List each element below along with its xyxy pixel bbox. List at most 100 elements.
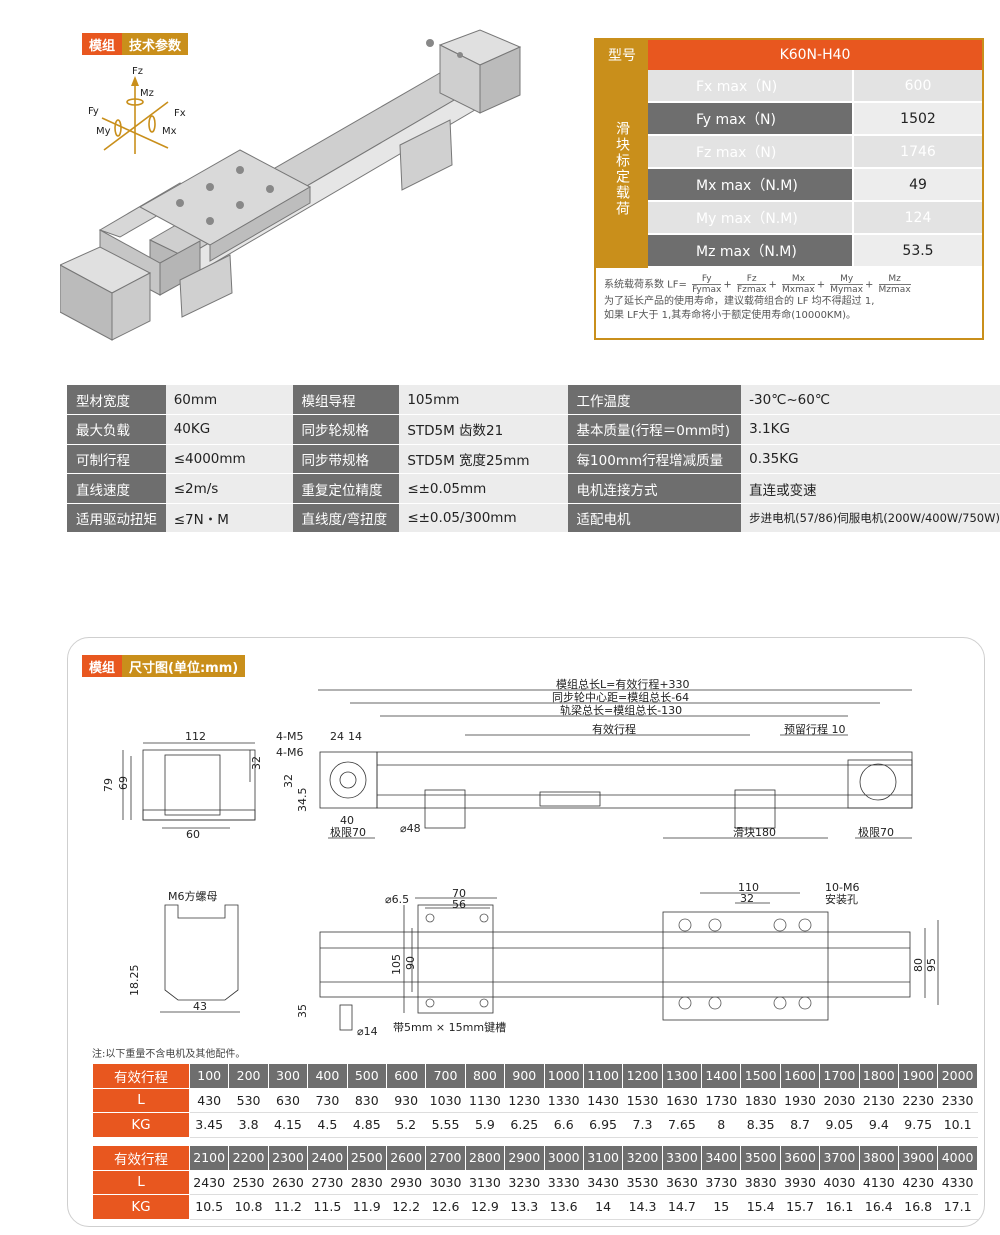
- tag-module: 模组: [82, 655, 123, 677]
- weight-cell: 11.9: [346, 1194, 387, 1220]
- weight-cell: 1700: [819, 1063, 860, 1089]
- weight-cell: 1800: [858, 1063, 900, 1089]
- weight-cell: 16.4: [858, 1194, 900, 1220]
- axis-label-mz: Mz: [140, 88, 154, 99]
- model-value: K60N-H40: [648, 40, 982, 70]
- spec-key: 电机连接方式: [567, 473, 742, 504]
- load-value: 124: [852, 202, 982, 233]
- weight-cell: 2530: [228, 1169, 269, 1195]
- weight-cell: 2400: [307, 1145, 348, 1171]
- weight-cell: 1000: [543, 1063, 584, 1089]
- load-key: Fx max（N): [648, 70, 852, 101]
- weight-row-header: KG: [92, 1112, 190, 1138]
- load-row: Mz max（N.M)53.5: [648, 235, 982, 268]
- term-denominator: Fymax: [692, 284, 722, 295]
- weight-cell: 15.7: [779, 1194, 821, 1220]
- tag-params: 技术参数: [122, 33, 189, 55]
- note-line-1: 为了延长产品的使用寿命，建议载荷组合的 LF 均不得超过 1,: [604, 296, 875, 307]
- spec-key: 直线度/弯扭度: [292, 503, 400, 534]
- weight-cell: 16.1: [819, 1194, 860, 1220]
- weight-cell: 2930: [385, 1169, 427, 1195]
- weight-cell: 3200: [622, 1145, 663, 1171]
- spec-value: 60mm: [165, 385, 293, 416]
- weight-cell: 4000: [937, 1145, 978, 1171]
- weight-cell: 530: [228, 1087, 269, 1113]
- spec-value: ≤±0.05mm: [399, 473, 568, 504]
- weight-cell: 2800: [464, 1145, 506, 1171]
- weight-cell: 9.05: [819, 1112, 860, 1138]
- spec-key: 每100mm行程增减质量: [567, 444, 742, 475]
- weight-cell: 14.7: [661, 1194, 703, 1220]
- weight-cell: 11.2: [267, 1194, 309, 1220]
- weight-cell: 2230: [898, 1087, 939, 1113]
- module-illustration: [60, 29, 522, 341]
- weight-cell: 2430: [188, 1169, 230, 1195]
- weight-cell: 8.7: [779, 1112, 821, 1138]
- weight-cell: 10.5: [188, 1194, 230, 1220]
- weight-cell: 3730: [701, 1169, 742, 1195]
- spec-value: 0.35KG: [741, 444, 1000, 475]
- weight-cell: 8.35: [740, 1112, 781, 1138]
- section-tag-dims: 模组 尺寸图(单位:mm): [82, 655, 246, 677]
- tag-dims: 尺寸图(单位:mm): [122, 655, 246, 677]
- weight-cell: 14: [582, 1194, 624, 1220]
- weight-cell: 430: [188, 1087, 230, 1113]
- weight-cell: 3930: [779, 1169, 821, 1195]
- weight-cell: 2300: [267, 1145, 309, 1171]
- dimension-drawing-panel: [67, 637, 985, 1227]
- spec-value: ≤2m/s: [165, 473, 293, 504]
- weight-cell: 4130: [858, 1169, 900, 1195]
- load-side-label: 滑块标定载荷: [596, 70, 648, 268]
- weight-cell: 3000: [543, 1145, 584, 1171]
- weight-cell: 2630: [267, 1169, 309, 1195]
- weight-cell: 2100: [188, 1145, 230, 1171]
- load-key: Mz max（N.M): [648, 235, 852, 266]
- weight-cell: 400: [307, 1063, 348, 1089]
- spec-key: 适配电机: [567, 503, 742, 534]
- spec-value: ≤7N・M: [165, 503, 293, 534]
- weight-cell: 3100: [582, 1145, 624, 1171]
- weight-cell: 12.6: [425, 1194, 466, 1220]
- term-numerator: Mz: [888, 274, 901, 284]
- load-value: 600: [852, 70, 982, 101]
- weight-cell: 600: [385, 1063, 427, 1089]
- spec-value: ≤4000mm: [165, 444, 293, 475]
- spec-key: 工作温度: [567, 385, 742, 416]
- weight-cell: 3830: [740, 1169, 781, 1195]
- spec-value: -30℃~60℃: [741, 385, 1000, 416]
- weight-cell: 2830: [346, 1169, 387, 1195]
- load-key: My max（N.M): [648, 202, 852, 233]
- spec-value: STD5M 齿数21: [399, 414, 568, 445]
- weight-cell: 11.5: [307, 1194, 348, 1220]
- spec-key: 最大负载: [67, 414, 166, 445]
- weight-cell: 12.2: [385, 1194, 427, 1220]
- load-row: My max（N.M)124: [648, 202, 982, 235]
- weight-cell: 2030: [819, 1087, 860, 1113]
- weight-cell: 15: [701, 1194, 742, 1220]
- weight-cell: 3400: [701, 1145, 742, 1171]
- weight-cell: 3330: [543, 1169, 584, 1195]
- weight-cell: 1530: [622, 1087, 663, 1113]
- weight-cell: 300: [267, 1063, 309, 1089]
- axis-label-fy: Fy: [88, 106, 99, 117]
- weight-cell: 1300: [661, 1063, 703, 1089]
- spec-key: 模组导程: [292, 385, 400, 416]
- weight-note: 注:以下重量不含电机及其他配件。: [92, 1049, 246, 1060]
- weight-cell: 14.3: [622, 1194, 663, 1220]
- weight-cell: 3130: [464, 1169, 506, 1195]
- weight-row-header: 有效行程: [92, 1063, 190, 1089]
- weight-cell: 3500: [740, 1145, 781, 1171]
- weight-cell: 15.4: [740, 1194, 781, 1220]
- weight-cell: 100: [188, 1063, 230, 1089]
- weight-cell: 4.15: [267, 1112, 309, 1138]
- weight-cell: 2700: [425, 1145, 466, 1171]
